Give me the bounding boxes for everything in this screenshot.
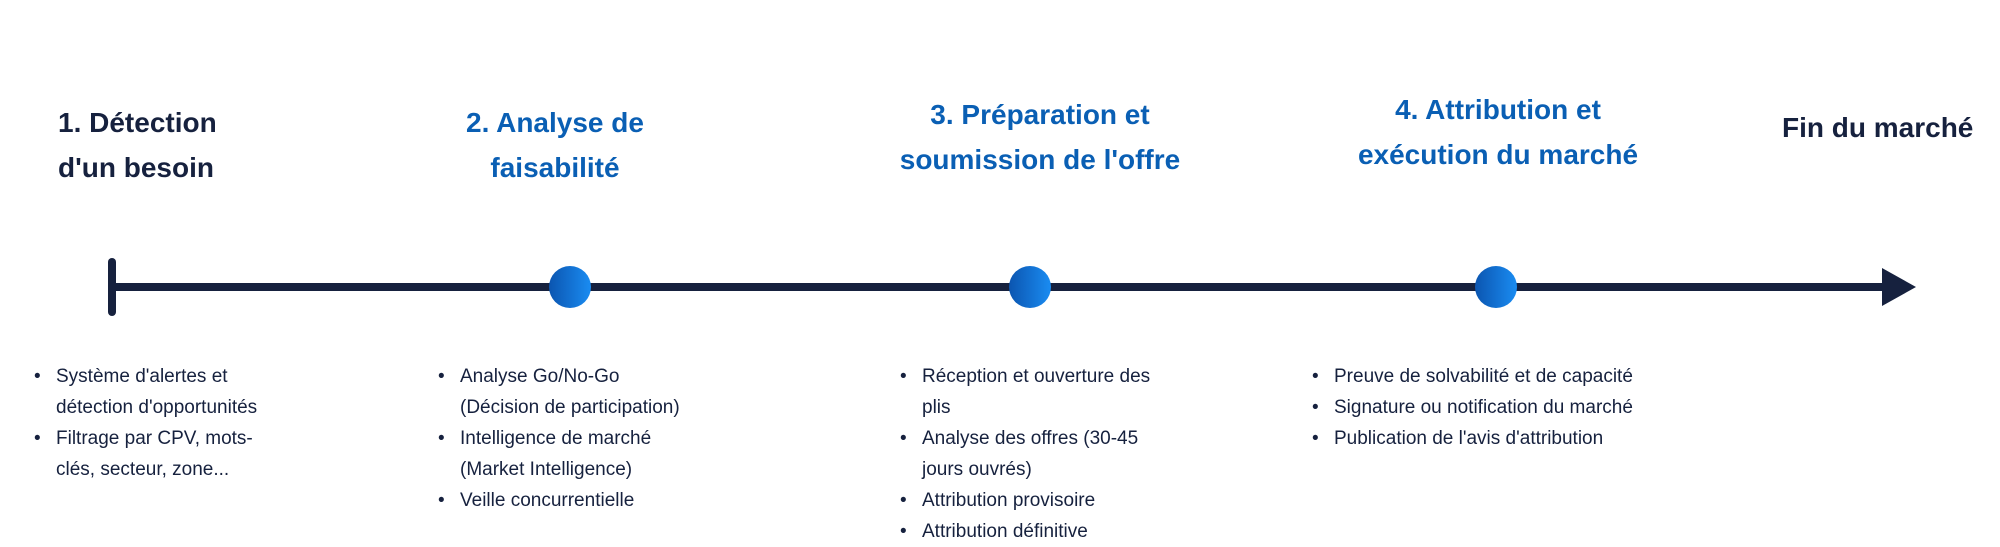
list-item: Preuve de solvabilité et de capacité <box>1312 361 1732 392</box>
list-item: Analyse Go/No-Go (Décision de participat… <box>438 361 688 423</box>
milestone-dot-4 <box>1475 266 1517 308</box>
stage-1-title-line: d'un besoin <box>58 152 214 183</box>
stage-3-title: 3. Préparation et soumission de l'offre <box>860 92 1220 182</box>
stage-1-bullets: Système d'alertes et détection d'opportu… <box>34 361 264 485</box>
stage-3-title-line: soumission de l'offre <box>899 144 1181 175</box>
list-item: Signature ou notification du marché <box>1312 392 1732 423</box>
stage-1-title: 1. Détection d'un besoin <box>58 100 217 190</box>
stage-2-bullets: Analyse Go/No-Go (Décision de participat… <box>438 361 688 516</box>
stage-3-bullets: Réception et ouverture des plis Analyse … <box>900 361 1170 547</box>
stage-2-title-line: 2. Analyse de <box>466 107 644 138</box>
stage-4-title-line: exécution du marché <box>1357 139 1639 170</box>
stage-2-title: 2. Analyse de faisabilité <box>405 100 705 190</box>
stage-1-title-line: 1. Détection <box>58 107 217 138</box>
stage-3-title-line: 3. Préparation et <box>930 99 1150 130</box>
stage-4-title-line: 4. Attribution et <box>1395 94 1601 125</box>
timeline-axis <box>112 283 1892 291</box>
list-item: Publication de l'avis d'attribution <box>1312 423 1732 454</box>
list-item: Attribution provisoire <box>900 485 1170 516</box>
milestone-dot-2 <box>549 266 591 308</box>
stage-4-title: 4. Attribution et exécution du marché <box>1318 87 1678 177</box>
list-item: Système d'alertes et détection d'opportu… <box>34 361 264 423</box>
list-item: Filtrage par CPV, mots-clés, secteur, zo… <box>34 423 264 485</box>
list-item: Attribution définitive <box>900 516 1170 547</box>
list-item: Intelligence de marché (Market Intellige… <box>438 423 688 485</box>
milestone-dot-3 <box>1009 266 1051 308</box>
list-item: Analyse des offres (30-45 jours ouvrés) <box>900 423 1170 485</box>
list-item: Veille concurrentielle <box>438 485 688 516</box>
end-label: Fin du marché <box>1782 112 1974 143</box>
timeline-start-tick <box>108 258 116 316</box>
list-item: Réception et ouverture des plis <box>900 361 1170 423</box>
stage-2-title-line: faisabilité <box>490 152 620 183</box>
stage-4-bullets: Preuve de solvabilité et de capacité Sig… <box>1312 361 1732 454</box>
arrow-right-icon <box>1882 268 1916 306</box>
